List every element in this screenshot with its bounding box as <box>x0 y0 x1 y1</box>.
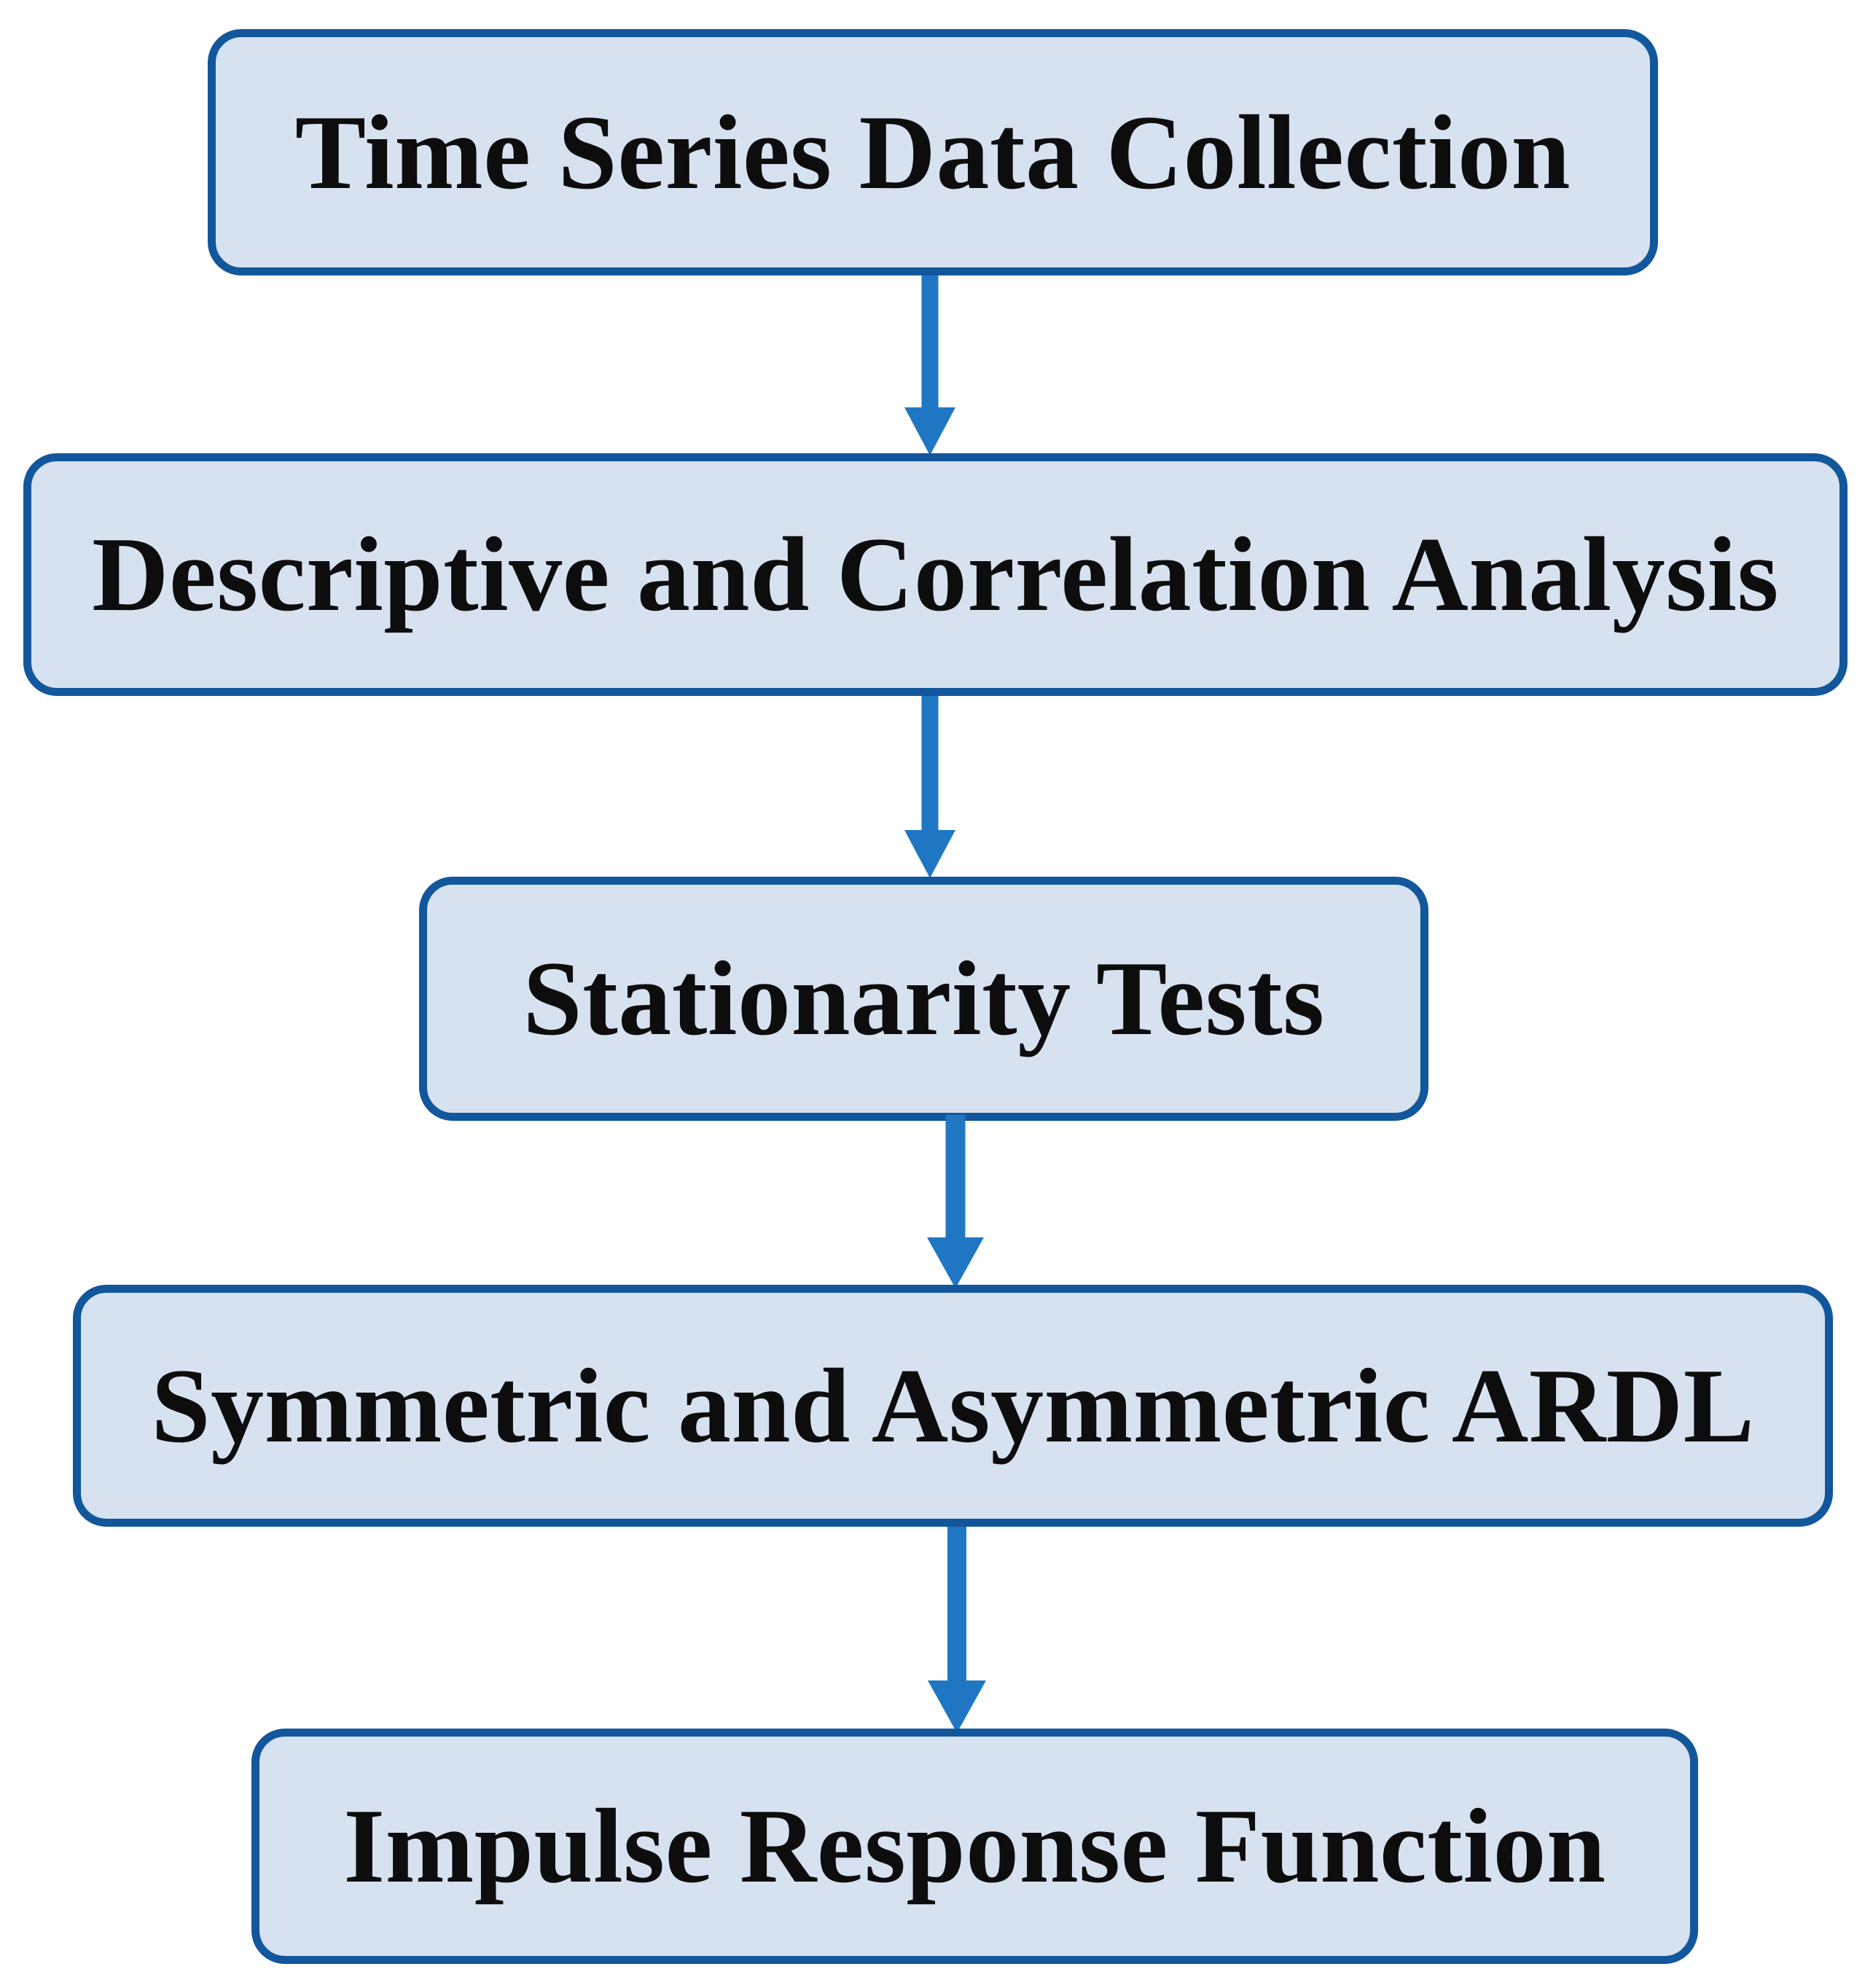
flow-arrow-step3-to-step4 <box>927 1115 984 1288</box>
flow-node-impulse-response-function[interactable]: Impulse Response Function <box>251 1729 1698 1964</box>
flow-node-label: Stationarity Tests <box>523 939 1325 1058</box>
flow-arrow-step4-to-step5 <box>928 1527 986 1733</box>
flow-node-label: Descriptive and Correlation Analysis <box>92 515 1779 634</box>
flow-node-stationarity-tests[interactable]: Stationarity Tests <box>419 877 1428 1121</box>
flow-arrow-step2-to-step3 <box>904 696 955 878</box>
flow-node-label: Impulse Response Function <box>343 1787 1606 1906</box>
flow-node-symmetric-and-asymmetric-ardl[interactable]: Symmetric and Asymmetric ARDL <box>73 1285 1833 1527</box>
flow-node-time-series-data-collection[interactable]: Time Series Data Collection <box>208 29 1658 275</box>
flow-node-label: Symmetric and Asymmetric ARDL <box>151 1346 1755 1465</box>
flow-node-descriptive-and-correlation-analysis[interactable]: Descriptive and Correlation Analysis <box>23 453 1847 696</box>
flow-arrow-step1-to-step2 <box>904 275 955 455</box>
flow-node-label: Time Series Data Collection <box>294 93 1571 211</box>
